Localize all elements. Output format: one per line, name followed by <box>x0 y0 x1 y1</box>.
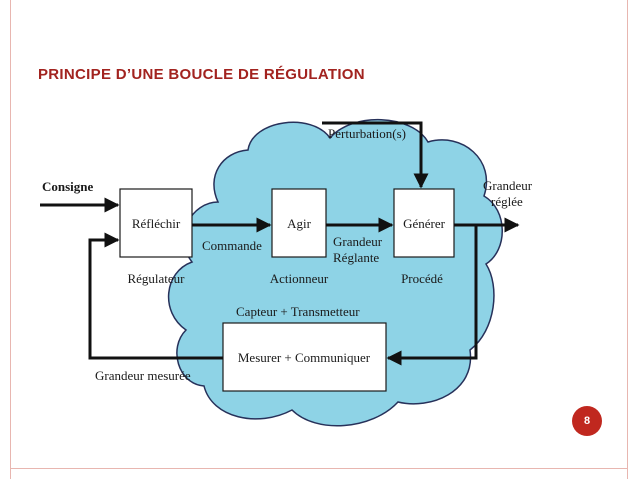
block-reflechir <box>119 188 193 258</box>
page-number-badge: 8 <box>572 406 602 436</box>
label-procede: Procédé <box>401 271 443 286</box>
label-regulateur: Régulateur <box>127 271 185 286</box>
block-generer-label: Générer <box>403 216 446 231</box>
arrow-feedback-to-regulator <box>88 232 223 360</box>
slide-bottom-border <box>10 468 628 469</box>
label-grandeur-mesuree: Grandeur mesurée <box>95 368 191 383</box>
block-generer <box>393 188 455 258</box>
arrow-feedback-to-sensor <box>386 225 478 366</box>
label-actionneur: Actionneur <box>270 271 329 286</box>
block-mesurer-label: Mesurer + Communiquer <box>238 350 371 365</box>
label-capteur-transmetteur: Capteur + Transmetteur <box>236 304 360 319</box>
block-agir <box>271 188 327 258</box>
block-mesurer <box>222 322 387 392</box>
label-grandeur-reglee-2: réglée <box>491 194 523 209</box>
label-grandeur-reglee-1: Grandeur <box>483 178 533 193</box>
arrow-perturbation <box>322 121 429 189</box>
slide-right-border <box>627 0 628 479</box>
block-agir-label: Agir <box>287 216 312 231</box>
label-grandeur-reglante-2: Réglante <box>333 250 379 265</box>
slide-title: PRINCIPE D’UNE BOUCLE DE RÉGULATION <box>38 66 365 83</box>
block-reflechir-label: Réfléchir <box>132 216 181 231</box>
label-commande: Commande <box>202 238 262 253</box>
label-perturbation: Perturbation(s) <box>328 126 406 141</box>
label-grandeur-reglante-1: Grandeur <box>333 234 383 249</box>
label-consigne: Consigne <box>42 179 94 194</box>
slide-left-border <box>10 0 11 479</box>
